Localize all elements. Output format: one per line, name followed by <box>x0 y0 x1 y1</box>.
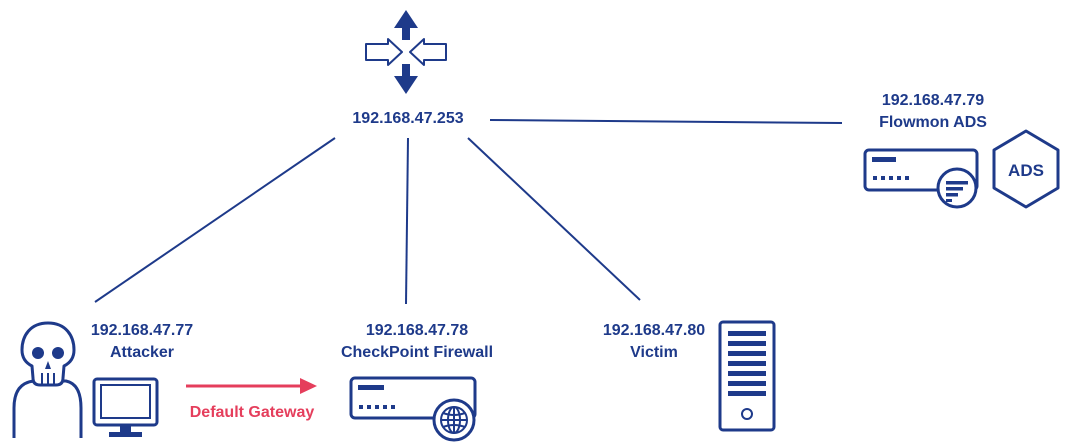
router-label: 192.168.47.253 <box>320 108 496 130</box>
skull-icon <box>12 321 83 438</box>
victim-name: Victim <box>630 344 678 361</box>
ads-ip: 192.168.47.79 <box>881 92 985 109</box>
link-router-victim <box>467 137 641 301</box>
attacker-ip: 192.168.47.77 <box>90 322 194 339</box>
ads-name: Flowmon ADS <box>879 114 987 131</box>
link-router-attacker <box>94 137 336 303</box>
router-ip: 192.168.47.253 <box>352 110 464 127</box>
link-router-firewall <box>405 137 409 305</box>
ads-hexagon-icon: ADS <box>992 129 1060 209</box>
appliance-icon <box>863 148 979 209</box>
router-icon <box>365 10 447 94</box>
server-tower-icon <box>718 320 776 432</box>
victim-ip: 192.168.47.80 <box>602 322 706 339</box>
link-router-ads <box>489 119 843 124</box>
ads-label: 192.168.47.79 Flowmon ADS <box>845 90 1021 134</box>
attacker-name: Attacker <box>109 344 175 361</box>
attacker-label: 192.168.47.77 Attacker <box>72 320 212 364</box>
firewall-ip: 192.168.47.78 <box>365 322 469 339</box>
firewall-appliance-icon <box>349 376 477 442</box>
firewall-name: CheckPoint Firewall <box>340 344 494 361</box>
victim-label: 192.168.47.80 Victim <box>584 320 724 364</box>
firewall-label: 192.168.47.78 CheckPoint Firewall <box>317 320 517 364</box>
ads-badge-text: ADS <box>1008 161 1044 180</box>
default-gateway-text: Default Gateway <box>189 404 315 421</box>
monitor-icon <box>92 377 159 437</box>
default-gateway-label: Default Gateway <box>176 402 328 424</box>
default-gateway-arrow <box>186 378 317 394</box>
